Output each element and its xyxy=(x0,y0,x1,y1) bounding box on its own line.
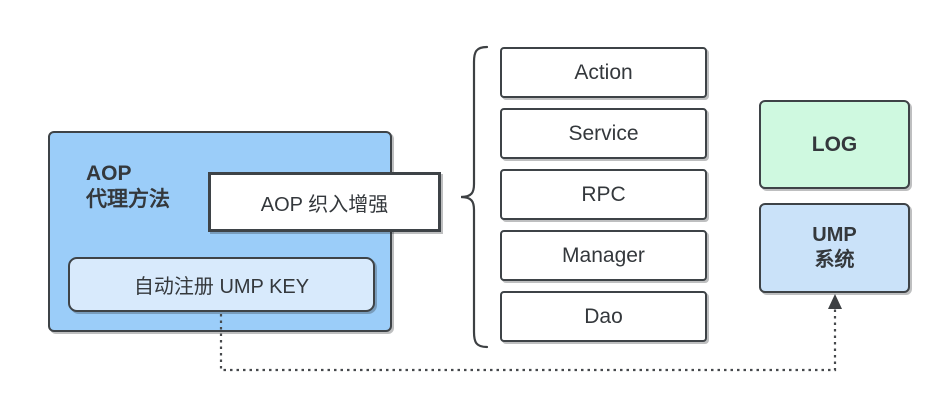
curly-brace xyxy=(460,45,489,349)
ump-system-line1: UMP xyxy=(812,224,857,246)
aop-weaving-box: AOP 织入增强 xyxy=(208,172,441,232)
layer-label: RPC xyxy=(581,182,626,206)
arrowhead-up-icon xyxy=(828,294,842,309)
ump-system-box: UMP 系统 xyxy=(759,203,910,293)
ump-key-register-box: 自动注册 UMP KEY xyxy=(68,257,375,312)
layer-label: Action xyxy=(574,60,633,84)
aop-proxy-method-title: AOP 代理方法 xyxy=(50,133,170,213)
log-box: LOG xyxy=(759,100,910,189)
layer-box-action: Action xyxy=(500,47,707,98)
layer-label: Dao xyxy=(584,304,623,328)
layer-box-service: Service xyxy=(500,108,707,159)
aop-title-line2: 代理方法 xyxy=(86,188,170,211)
layer-box-dao: Dao xyxy=(500,291,707,342)
layer-label: Service xyxy=(568,121,639,145)
layer-label: Manager xyxy=(562,243,645,267)
aop-weaving-label: AOP 织入增强 xyxy=(260,193,389,216)
log-label: LOG xyxy=(811,132,858,156)
layer-box-rpc: RPC xyxy=(500,169,707,220)
ump-system-line2: 系统 xyxy=(814,249,855,271)
layer-box-manager: Manager xyxy=(500,230,707,281)
aop-title-line1: AOP xyxy=(86,162,132,185)
layer-stack: Action Service RPC Manager Dao xyxy=(500,47,707,342)
ump-key-register-label: 自动注册 UMP KEY xyxy=(133,276,310,298)
